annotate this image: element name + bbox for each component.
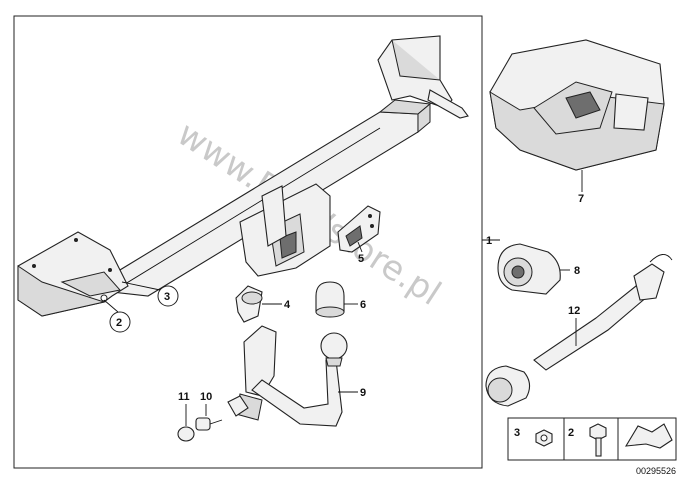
callout-12: 12 bbox=[568, 305, 580, 317]
wiring-harness-cable bbox=[485, 254, 673, 407]
locking-knob bbox=[235, 285, 263, 323]
leader-lines bbox=[103, 170, 583, 426]
callout-2: 2 bbox=[116, 317, 122, 329]
round-cap-part bbox=[177, 426, 195, 442]
callout-10: 10 bbox=[200, 391, 212, 403]
callout-3-circle bbox=[157, 285, 179, 307]
callout-6: 6 bbox=[360, 299, 366, 311]
callout-11: 11 bbox=[178, 391, 190, 403]
hex-bolt-icon bbox=[589, 423, 607, 457]
crossmember-beam bbox=[17, 35, 469, 317]
legend-nut-number: 3 bbox=[514, 427, 520, 439]
callout-1: 1 bbox=[486, 235, 492, 247]
callout-2-circle bbox=[109, 311, 131, 333]
wiring-socket-housing bbox=[489, 39, 665, 171]
diagram-id: 00295526 bbox=[636, 466, 676, 476]
legend-bolt-number: 2 bbox=[568, 427, 574, 439]
assembly-frame bbox=[13, 15, 483, 469]
callout-4: 4 bbox=[284, 299, 291, 311]
bolt-cap-part bbox=[195, 417, 223, 431]
tow-ball-arm bbox=[227, 325, 348, 427]
callout-9: 9 bbox=[360, 387, 366, 399]
callout-3: 3 bbox=[164, 291, 170, 303]
ball-cap bbox=[315, 281, 345, 318]
socket-bracket bbox=[337, 205, 381, 253]
callout-5: 5 bbox=[358, 253, 364, 265]
arrow-icon bbox=[624, 423, 673, 449]
callout-7: 7 bbox=[578, 193, 584, 205]
hex-nut-icon bbox=[535, 429, 553, 447]
socket-connector bbox=[497, 243, 561, 295]
small-parts-legend: 3 2 bbox=[507, 417, 677, 461]
callout-8: 8 bbox=[574, 265, 580, 277]
